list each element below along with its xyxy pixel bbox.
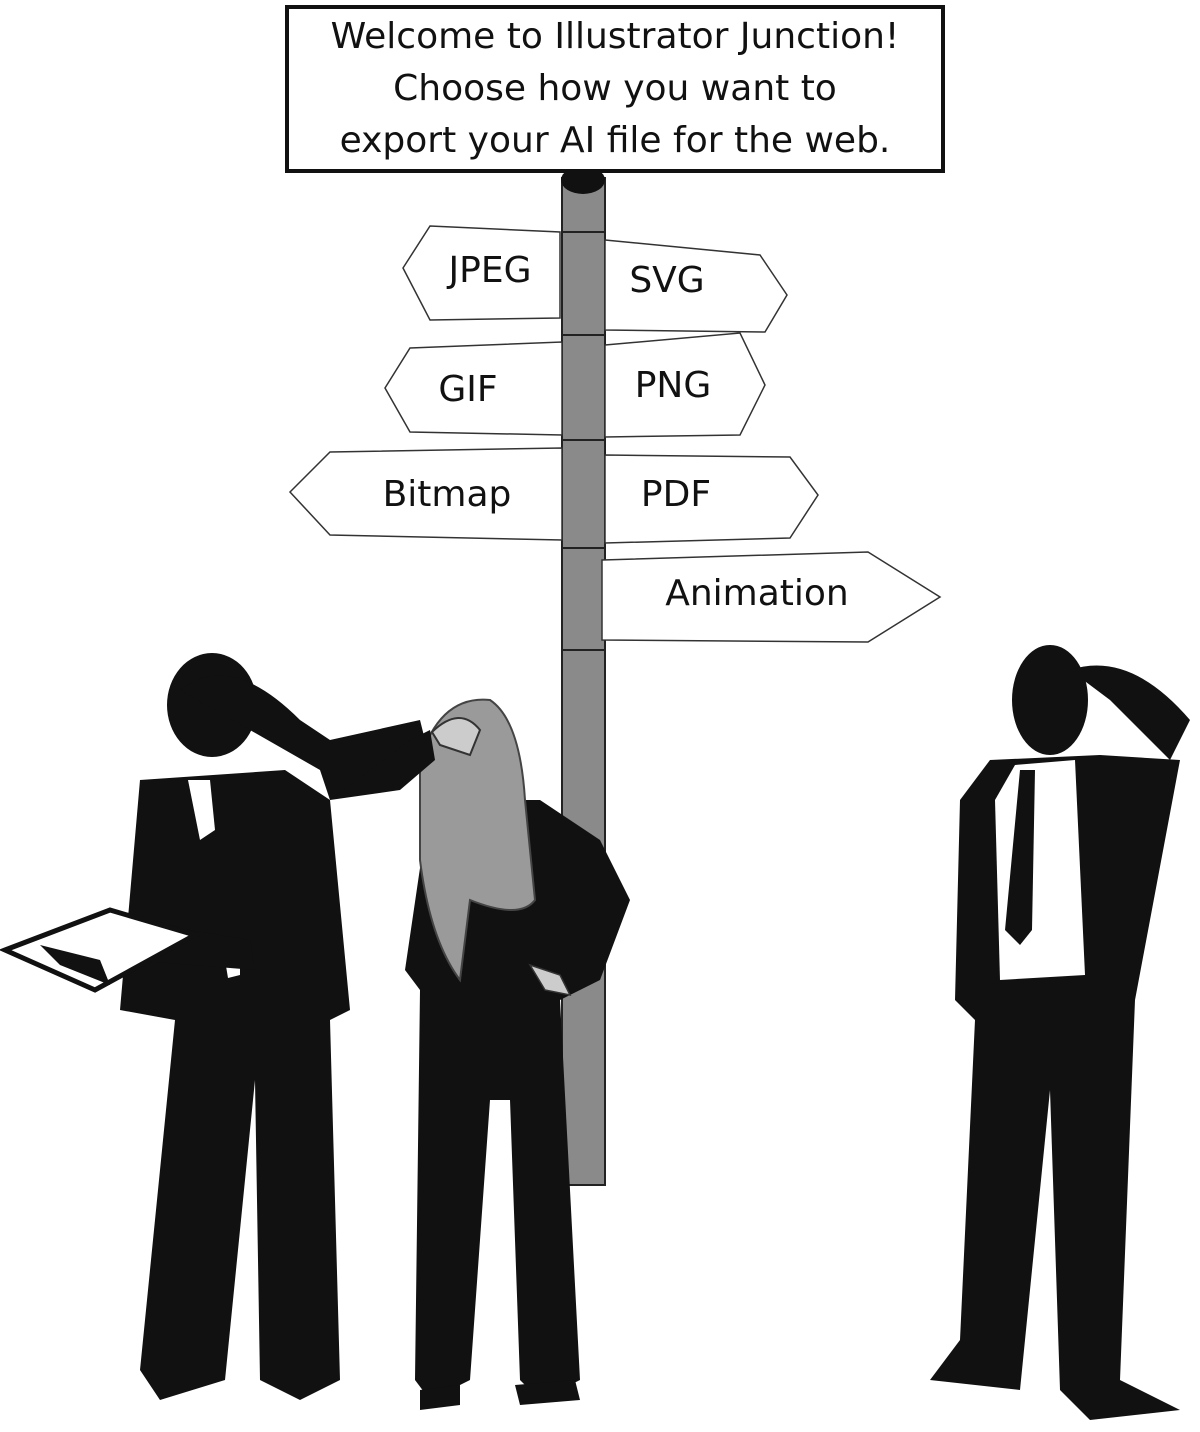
- sign-label: Animation: [665, 573, 849, 614]
- sign-label: Bitmap: [383, 474, 512, 515]
- sign-jpeg: [402, 225, 561, 321]
- signpost-pole: [561, 177, 606, 1186]
- sign-pdf: [604, 454, 819, 544]
- sign-label: JPEG: [447, 250, 532, 291]
- sign-animation: [601, 551, 942, 643]
- sign-label: PDF: [641, 474, 711, 515]
- woman-silhouette: [330, 698, 630, 1410]
- welcome-sign: Welcome to Illustrator Junction! Choose …: [285, 5, 945, 173]
- sign-gif: [384, 341, 563, 436]
- welcome-line: Choose how you want to: [393, 68, 837, 109]
- sign-bitmap: [288, 447, 563, 541]
- sign-label: GIF: [438, 369, 497, 410]
- sign-png: [604, 332, 766, 438]
- welcome-line: Welcome to Illustrator Junction!: [330, 16, 900, 57]
- welcome-line: export your AI file for the web.: [339, 120, 891, 161]
- pole-bands: [562, 231, 605, 651]
- sign-svg: [604, 239, 788, 333]
- pole-cap: [561, 166, 605, 194]
- man-with-clipboard-silhouette: [0, 653, 430, 1400]
- sign-label: PNG: [635, 365, 712, 406]
- sign-label: SVG: [629, 260, 704, 301]
- man-thinking-silhouette: [930, 645, 1190, 1420]
